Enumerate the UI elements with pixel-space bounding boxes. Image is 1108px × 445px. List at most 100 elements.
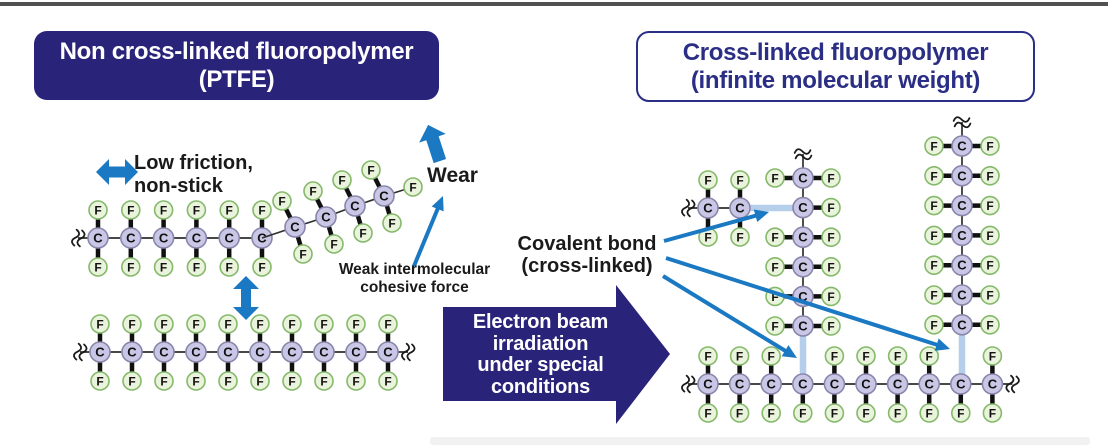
svg-text:F: F xyxy=(926,350,933,364)
fluorine-atom: F xyxy=(924,166,944,186)
chain-continuation-squiggle xyxy=(73,342,88,362)
svg-text:C: C xyxy=(861,377,871,392)
svg-text:C: C xyxy=(703,201,713,216)
svg-text:C: C xyxy=(735,201,745,216)
svg-text:F: F xyxy=(989,407,996,421)
fluorine-atom: F xyxy=(121,257,141,277)
svg-text:F: F xyxy=(384,318,391,332)
fluorine-atom: F xyxy=(186,371,206,391)
svg-text:F: F xyxy=(704,231,711,245)
fluorine-atom: F xyxy=(252,200,272,220)
svg-text:F: F xyxy=(986,318,993,332)
svg-text:C: C xyxy=(191,345,201,360)
svg-text:C: C xyxy=(703,377,713,392)
carbon-atom: C xyxy=(185,227,208,249)
svg-text:F: F xyxy=(827,260,834,274)
carbon-atom: C xyxy=(217,341,239,363)
svg-text:F: F xyxy=(831,407,838,421)
fluorine-atom: F xyxy=(218,371,238,391)
fluorine-atom: F xyxy=(980,166,1000,186)
fluorine-atom: F xyxy=(856,403,876,423)
svg-text:C: C xyxy=(351,345,361,360)
svg-text:F: F xyxy=(367,164,374,178)
covalent-bond-line2: (cross-linked) xyxy=(521,255,653,277)
fluorine-atom: F xyxy=(919,346,940,366)
carbon-atom: C xyxy=(152,227,175,249)
svg-text:F: F xyxy=(299,248,306,262)
svg-text:F: F xyxy=(827,231,834,245)
svg-text:C: C xyxy=(159,231,169,246)
svg-text:F: F xyxy=(736,231,743,245)
svg-text:C: C xyxy=(957,198,967,213)
fluorine-atom: F xyxy=(729,346,750,366)
svg-text:F: F xyxy=(128,375,135,389)
fluorine-atom: F xyxy=(821,227,841,247)
svg-text:C: C xyxy=(893,377,903,392)
svg-text:C: C xyxy=(159,345,169,360)
fluorine-atom: F xyxy=(821,286,841,307)
svg-text:F: F xyxy=(320,318,327,332)
svg-text:F: F xyxy=(930,259,937,273)
chain-continuation-squiggle xyxy=(793,148,813,161)
svg-text:C: C xyxy=(379,189,389,204)
carbon-atom: C xyxy=(792,255,814,278)
fluorine-atom: F xyxy=(272,191,292,211)
carbon-atom: C xyxy=(373,185,395,207)
carbon-atom: C xyxy=(281,341,303,363)
fluorine-atom: F xyxy=(293,244,313,264)
fluorine-atom: F xyxy=(980,225,1000,246)
svg-text:F: F xyxy=(224,318,231,332)
fluorine-atom: F xyxy=(824,346,845,366)
fluorine-atom: F xyxy=(765,256,785,277)
svg-text:F: F xyxy=(384,375,391,389)
svg-text:C: C xyxy=(830,377,840,392)
fluorine-atom: F xyxy=(121,200,141,220)
svg-text:F: F xyxy=(986,259,993,273)
svg-text:F: F xyxy=(256,375,263,389)
fluorine-atom: F xyxy=(730,170,750,190)
svg-text:F: F xyxy=(799,407,806,421)
fluorine-atom: F xyxy=(153,257,174,277)
svg-text:F: F xyxy=(827,320,834,334)
fluorine-atom: F xyxy=(792,403,813,423)
fluorine-atom: F xyxy=(765,168,785,188)
svg-text:F: F xyxy=(831,350,838,364)
electron-beam-line1: Electron beam xyxy=(472,311,609,333)
carbon-atom: C xyxy=(951,135,973,157)
carbon-atom: C xyxy=(951,224,973,247)
svg-text:F: F xyxy=(352,318,359,332)
svg-text:C: C xyxy=(290,220,300,235)
svg-text:F: F xyxy=(96,375,103,389)
fluorine-atom: F xyxy=(332,170,352,190)
svg-text:C: C xyxy=(798,319,808,334)
svg-text:C: C xyxy=(223,345,233,360)
carbon-atom: C xyxy=(120,227,142,249)
fluorine-atom: F xyxy=(924,195,944,216)
svg-text:F: F xyxy=(771,290,778,304)
svg-text:F: F xyxy=(338,174,345,188)
svg-text:C: C xyxy=(287,345,297,360)
fluorine-atom: F xyxy=(982,403,1003,423)
fluorine-atom: F xyxy=(314,371,334,391)
svg-text:F: F xyxy=(986,169,993,183)
fluorine-atom: F xyxy=(698,403,718,423)
svg-text:F: F xyxy=(986,289,993,303)
carbon-atom: C xyxy=(951,165,973,187)
fluorine-atom: F xyxy=(353,223,373,243)
svg-text:F: F xyxy=(827,290,834,304)
svg-text:C: C xyxy=(798,377,808,392)
svg-text:F: F xyxy=(193,261,200,275)
svg-text:F: F xyxy=(771,172,778,186)
svg-text:C: C xyxy=(957,288,967,303)
svg-text:F: F xyxy=(827,172,834,186)
top-divider xyxy=(0,2,1108,6)
chain-continuation-squiggle xyxy=(681,198,696,218)
svg-text:F: F xyxy=(226,204,233,218)
carbon-atom: C xyxy=(728,373,751,395)
fluorine-atom: F xyxy=(90,314,110,334)
svg-text:F: F xyxy=(771,231,778,245)
electron-beam-label: Electron beam irradiation under special … xyxy=(448,311,633,398)
fluorine-atom: F xyxy=(186,200,207,220)
